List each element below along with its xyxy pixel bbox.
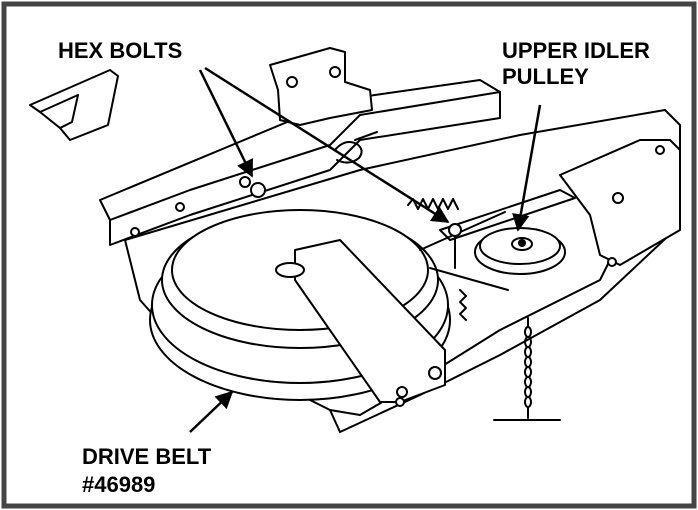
left-bracket-arm: [29, 69, 119, 141]
label-hex-bolts: HEX BOLTS: [58, 38, 182, 63]
hex-bolt-arrow-2: [204, 66, 450, 224]
upright-bracket: [269, 47, 373, 126]
hanging-chain: [493, 317, 561, 421]
label-drive-belt-line1: DRIVE BELT: [82, 444, 212, 469]
center-bracket: [294, 239, 446, 403]
tension-spring: [407, 198, 459, 210]
drive-belt-arrow: [189, 390, 234, 433]
hex-bolt-arrow-1: [198, 69, 254, 178]
label-upper-idler-line1: UPPER IDLER: [502, 38, 650, 63]
hex-bolt-left: [250, 182, 266, 198]
label-drive-belt-line2: #46989: [82, 472, 155, 497]
leader-arrows: [189, 66, 542, 433]
mower-deck-drawing: [29, 47, 681, 433]
hex-bolt-right: [448, 223, 462, 237]
idler-arrow: [512, 104, 542, 232]
upper-frame-rail: [99, 79, 501, 221]
label-upper-idler-line2: PULLEY: [502, 64, 589, 89]
